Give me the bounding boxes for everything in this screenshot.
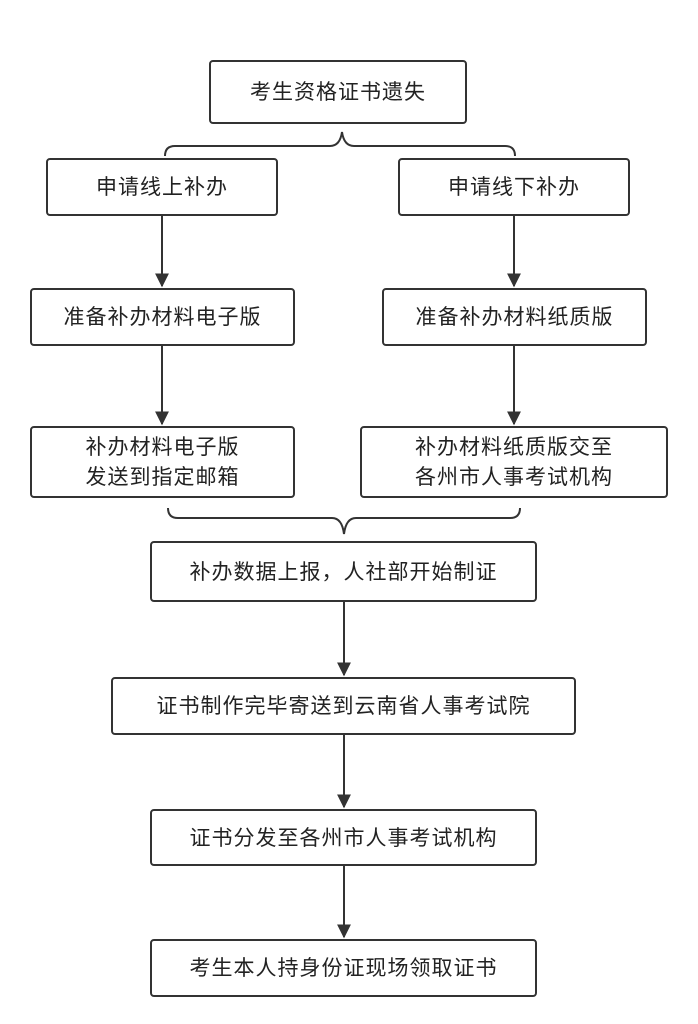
step-prepare-electronic-label: 准备补办材料电子版: [63, 305, 262, 329]
step-apply-online: 申请线上补办: [46, 158, 278, 216]
split-brace: [164, 131, 516, 157]
step-distribute-certificate: 证书分发至各州市人事考试机构: [150, 809, 537, 866]
step-send-email-line1: 补办材料电子版: [85, 435, 240, 459]
step-mail-certificate: 证书制作完毕寄送到云南省人事考试院: [111, 677, 576, 735]
step-distribute-certificate-label: 证书分发至各州市人事考试机构: [189, 825, 498, 850]
step-report-data-label: 补办数据上报，人社部开始制证: [189, 559, 498, 584]
step-prepare-paper: 准备补办材料纸质版: [382, 288, 647, 346]
step-certificate-lost-label: 考生资格证书遗失: [250, 80, 426, 104]
step-submit-paper-line2: 各州市人事考试机构: [415, 465, 613, 489]
step-prepare-paper-label: 准备补办材料纸质版: [415, 305, 614, 329]
merge-brace: [167, 507, 521, 535]
step-collect-certificate: 考生本人持身份证现场领取证书: [150, 939, 537, 997]
step-apply-offline-label: 申请线下补办: [448, 175, 580, 199]
step-report-data: 补办数据上报，人社部开始制证: [150, 541, 537, 602]
step-collect-certificate-label: 考生本人持身份证现场领取证书: [189, 956, 498, 980]
step-prepare-electronic: 准备补办材料电子版: [30, 288, 295, 346]
step-mail-certificate-label: 证书制作完毕寄送到云南省人事考试院: [156, 694, 531, 718]
step-apply-online-label: 申请线上补办: [96, 175, 228, 199]
step-submit-paper-line1: 补办材料纸质版交至: [415, 435, 613, 459]
step-send-email: 补办材料电子版 发送到指定邮箱: [30, 426, 295, 498]
step-certificate-lost: 考生资格证书遗失: [209, 60, 467, 124]
step-send-email-line2: 发送到指定邮箱: [85, 465, 240, 489]
step-apply-offline: 申请线下补办: [398, 158, 630, 216]
step-submit-paper: 补办材料纸质版交至 各州市人事考试机构: [360, 426, 668, 498]
